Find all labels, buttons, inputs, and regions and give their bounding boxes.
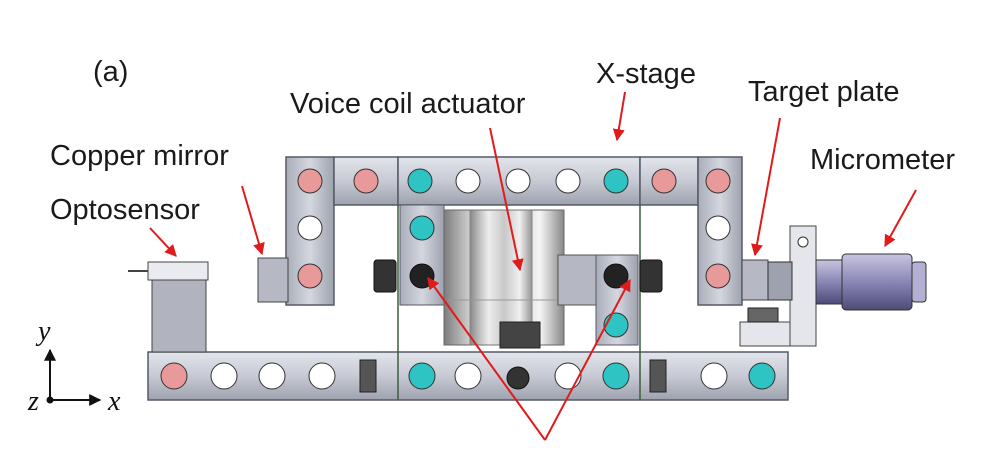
copper-mirror-label: Copper mirror: [50, 140, 229, 172]
base-rail-holes: [160, 362, 776, 390]
voice-coil-label: Voice coil actuator: [290, 88, 526, 120]
arrow-optosensor: [149, 227, 177, 257]
axis-x-label: x: [108, 386, 121, 417]
micrometer-assembly: [739, 225, 927, 347]
arrow-left-screw: [427, 277, 546, 441]
arrow-right-screw: [544, 278, 631, 441]
axis-y-label: y: [38, 316, 51, 347]
x-stage-label: X-stage: [596, 58, 696, 90]
axis-z-label: z: [28, 386, 39, 417]
copper-mirror-block: [257, 257, 289, 303]
stage-left-block: [373, 204, 445, 306]
optosensor: [128, 261, 209, 353]
voice-coil-actuator: [443, 209, 565, 349]
micrometer-label: Micrometer: [810, 144, 956, 176]
arrow-micrometer: [884, 189, 917, 248]
target-plate-block: [741, 259, 769, 301]
right-bracket: [639, 156, 769, 306]
coordinate-axes: [44, 348, 102, 406]
target-plate-label: Target plate: [748, 76, 900, 108]
base-rail: [147, 351, 789, 401]
arrow-x-stage: [612, 91, 626, 142]
arrow-copper-mirror: [241, 185, 265, 256]
arrow-target-plate: [751, 117, 781, 257]
stage-right-block: [557, 254, 663, 346]
callout-arrows: [149, 91, 917, 441]
optosensor-label: Optosensor: [50, 194, 200, 226]
panel-label: (a): [93, 56, 129, 88]
x-stage-rail: [397, 156, 641, 400]
arrow-voice-coil: [489, 127, 524, 272]
